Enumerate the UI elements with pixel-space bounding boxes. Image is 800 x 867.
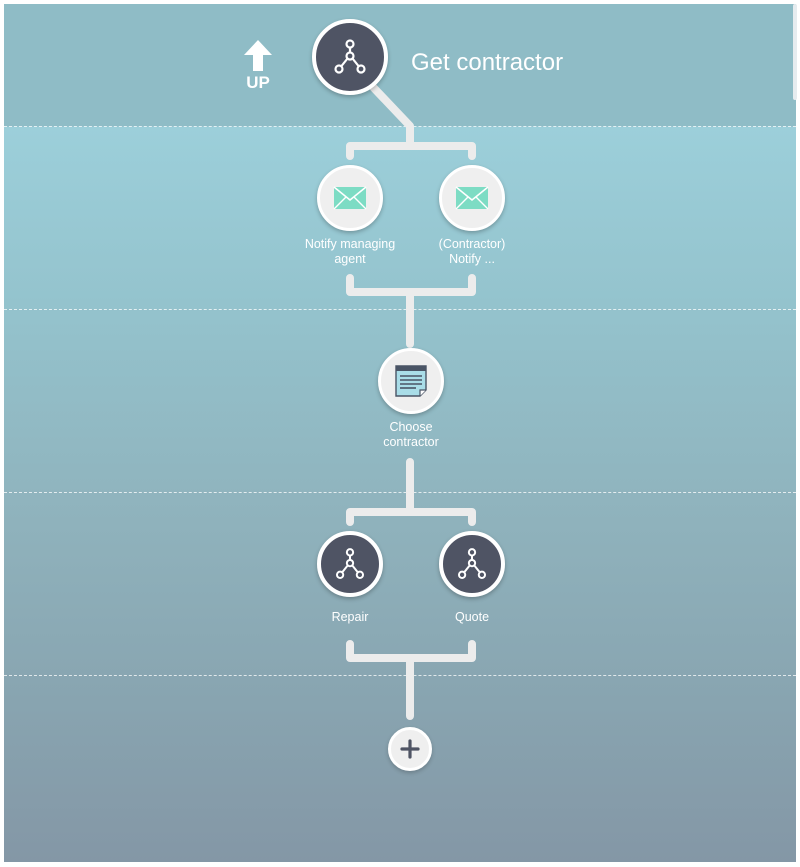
connector-choose-branch	[346, 458, 476, 526]
envelope-icon	[455, 186, 489, 210]
stage-divider	[4, 309, 796, 310]
envelope-icon	[333, 186, 367, 210]
contractor-notify-node[interactable]	[439, 165, 505, 231]
process-icon	[335, 548, 365, 579]
stage-divider	[4, 675, 796, 676]
process-icon	[457, 548, 487, 579]
connector-root-branch	[346, 82, 476, 160]
root-process-node[interactable]	[312, 19, 388, 95]
quote-label: Quote	[454, 610, 490, 624]
plus-icon	[400, 739, 420, 759]
connector-notify-merge	[346, 274, 476, 348]
stage-divider	[4, 126, 796, 127]
up-arrow-icon	[244, 40, 272, 71]
notify-managing-agent-node[interactable]	[317, 165, 383, 231]
up-label: UP	[246, 73, 270, 92]
choose-contractor-label: Choose contractor	[383, 420, 439, 449]
choose-contractor-node[interactable]	[378, 348, 444, 414]
up-button[interactable]: UP	[238, 38, 278, 94]
contractor-notify-label: (Contractor) Notify ...	[438, 237, 506, 266]
form-icon	[395, 365, 427, 397]
workflow-canvas: UP Get contractor Notify managing agent	[4, 4, 796, 862]
connector-repair-merge	[346, 640, 476, 720]
add-step-button[interactable]	[388, 727, 432, 771]
quote-process-node[interactable]	[439, 531, 505, 597]
repair-label: Repair	[331, 610, 369, 624]
stage-divider	[4, 492, 796, 493]
process-icon	[334, 39, 366, 74]
repair-process-node[interactable]	[317, 531, 383, 597]
scrollbar[interactable]	[793, 4, 797, 100]
connector-lines	[346, 82, 476, 720]
notify-managing-agent-label: Notify managing agent	[304, 237, 396, 266]
page-title: Get contractor	[411, 49, 564, 76]
